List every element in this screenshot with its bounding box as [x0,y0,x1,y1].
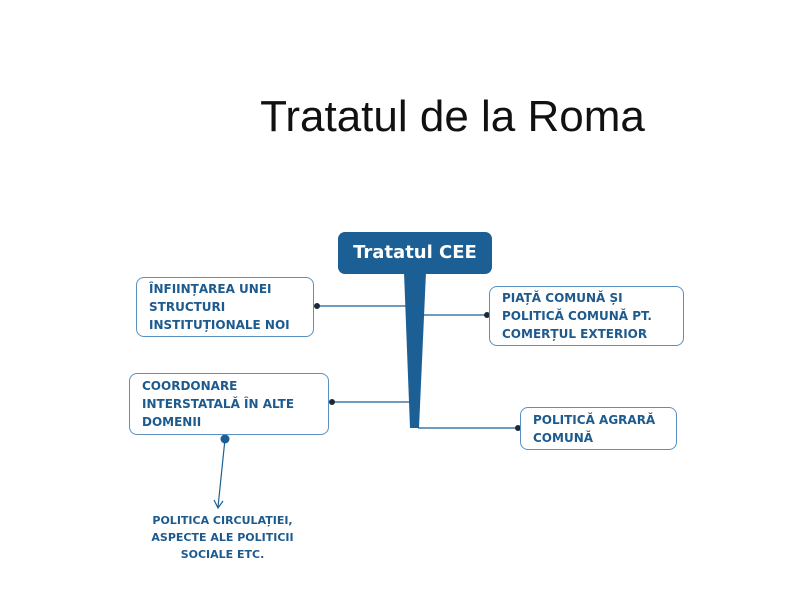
subnote-arrow-head [213,499,224,510]
topic-label: PIAȚĂ COMUNĂ ȘI POLITICĂ COMUNĂ PT. COME… [502,291,652,341]
connector-dot-left-2 [329,399,335,405]
topic-node-interstate-coordination: COORDONARE INTERSTATALĂ ÎN ALTE DOMENII [129,373,329,435]
trunk-connector [404,272,426,428]
connector-dot-right-1 [484,312,490,318]
slide-title: Tratatul de la Roma [260,92,645,141]
topic-label: COORDONARE INTERSTATALĂ ÎN ALTE DOMENII [142,379,295,429]
topic-label: POLITICĂ AGRARĂ COMUNĂ [533,412,656,445]
topic-node-agrarian-policy: POLITICĂ AGRARĂ COMUNĂ [520,407,677,450]
central-topic-node: Tratatul CEE [338,232,492,274]
topic-node-institutional-structure: ÎNFIINȚAREA UNEI STRUCTURI INSTITUȚIONAL… [136,277,314,337]
subnote-arrow-line [217,438,226,508]
connector-dot-left-1 [314,303,320,309]
connector-dot-right-2 [515,425,521,431]
topic-node-common-market: PIAȚĂ COMUNĂ ȘI POLITICĂ COMUNĂ PT. COME… [489,286,684,346]
subnote-label: POLITICA CIRCULAȚIEI, ASPECTE ALE POLITI… [151,514,294,561]
topic-label: ÎNFIINȚAREA UNEI STRUCTURI INSTITUȚIONAL… [149,282,290,332]
